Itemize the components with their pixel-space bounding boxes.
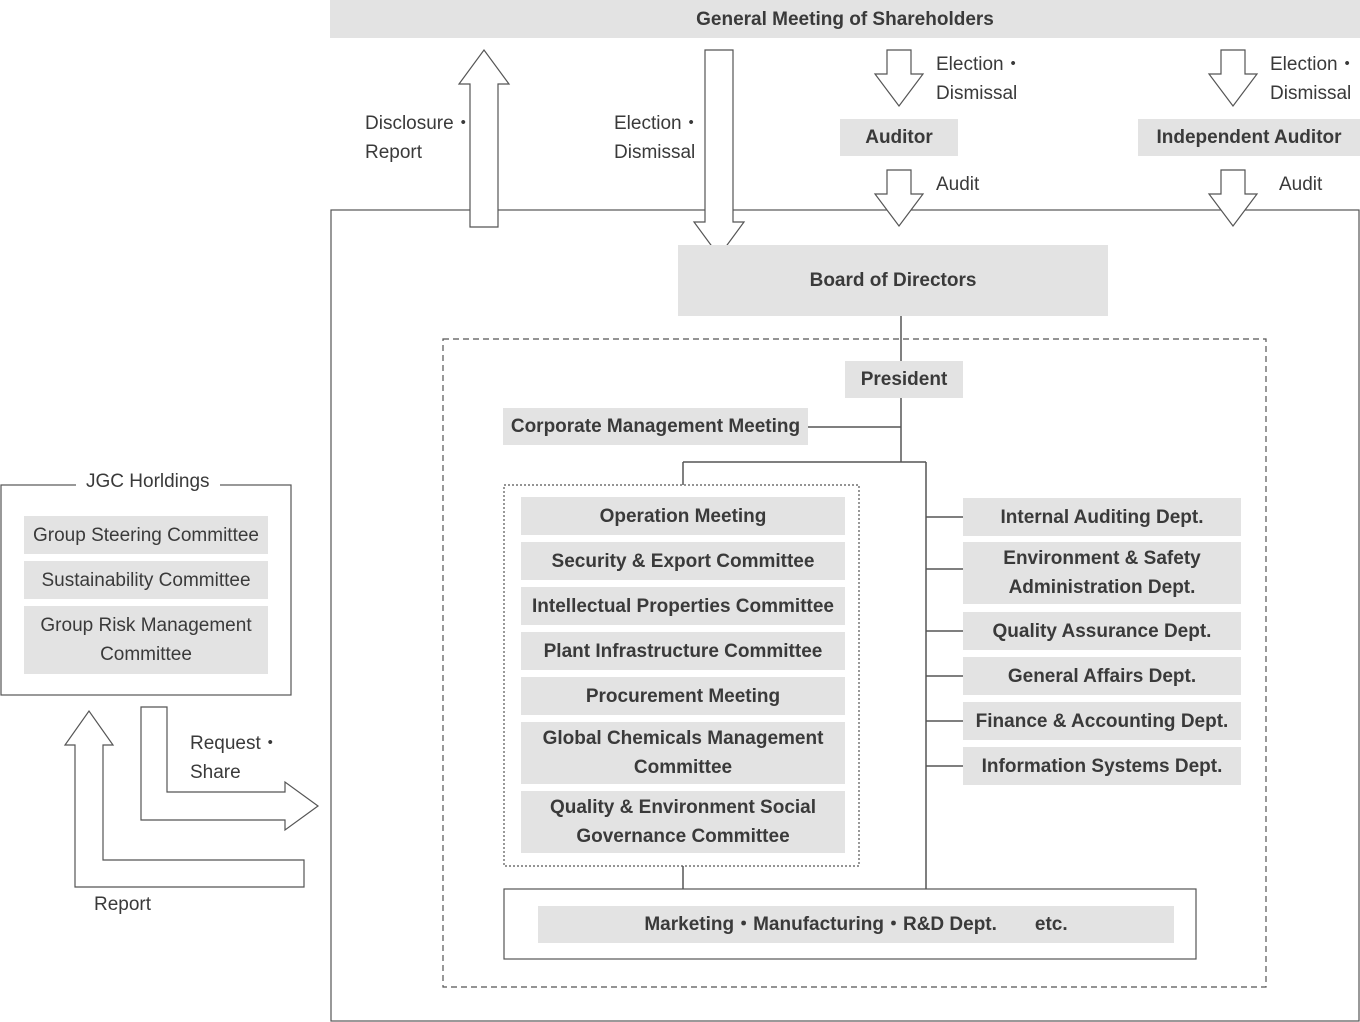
executive-frame [442, 338, 1267, 988]
auditor-audit-label: Audit [936, 174, 980, 195]
holdings-title: JGC Horldings [76, 469, 220, 495]
department-item: Information Systems Dept. [963, 747, 1241, 785]
auditor-audit-arrow [873, 169, 925, 227]
committee-item: Operation Meeting [521, 497, 845, 535]
holdings-item: Group Steering Committee [24, 516, 268, 554]
indep-audit-label: Audit [1279, 174, 1323, 195]
election-dismissal-label: Election・ Dismissal [614, 113, 701, 163]
committee-frame [503, 484, 860, 867]
auditor-box: Auditor [840, 119, 958, 156]
request-share-label: Request・ Share [190, 733, 280, 783]
request-share-arrow [140, 706, 320, 832]
election-arrow [692, 49, 746, 258]
holdings-item: Sustainability Committee [24, 561, 268, 599]
board-box: Board of Directors [678, 245, 1108, 316]
department-item: Environment & Safety Administration Dept… [963, 542, 1241, 604]
disclosure-report-label: Disclosure・ Report [365, 113, 473, 163]
report-label: Report [94, 894, 152, 915]
company-frame [330, 209, 1360, 1022]
operations-box: Marketing・Manufacturing・R&D Dept. etc. [538, 906, 1174, 943]
department-item: General Affairs Dept. [963, 657, 1241, 695]
committee-item: Global Chemicals Management Committee [521, 722, 845, 784]
department-item: Internal Auditing Dept. [963, 498, 1241, 536]
shareholders-box: General Meeting of Shareholders [330, 0, 1360, 38]
disclosure-arrow [457, 48, 511, 228]
indep-election-label: Election・ Dismissal [1270, 54, 1357, 104]
committee-item: Security & Export Committee [521, 542, 845, 580]
auditor-election-label: Election・ Dismissal [936, 54, 1023, 104]
auditor-election-arrow [873, 49, 925, 107]
department-item: Quality Assurance Dept. [963, 612, 1241, 650]
indep-election-arrow [1207, 49, 1259, 107]
committee-item: Intellectual Properties Committee [521, 587, 845, 625]
indep-audit-arrow [1207, 169, 1259, 227]
committee-item: Plant Infrastructure Committee [521, 632, 845, 670]
corporate-meeting-box: Corporate Management Meeting [503, 408, 808, 445]
committee-item: Procurement Meeting [521, 677, 845, 715]
independent-auditor-box: Independent Auditor [1138, 119, 1360, 156]
holdings-item: Group Risk Management Committee [24, 606, 268, 674]
president-box: President [845, 361, 963, 398]
committee-item: Quality & Environment Social Governance … [521, 791, 845, 853]
department-item: Finance & Accounting Dept. [963, 702, 1241, 740]
report-arrow [63, 709, 305, 888]
